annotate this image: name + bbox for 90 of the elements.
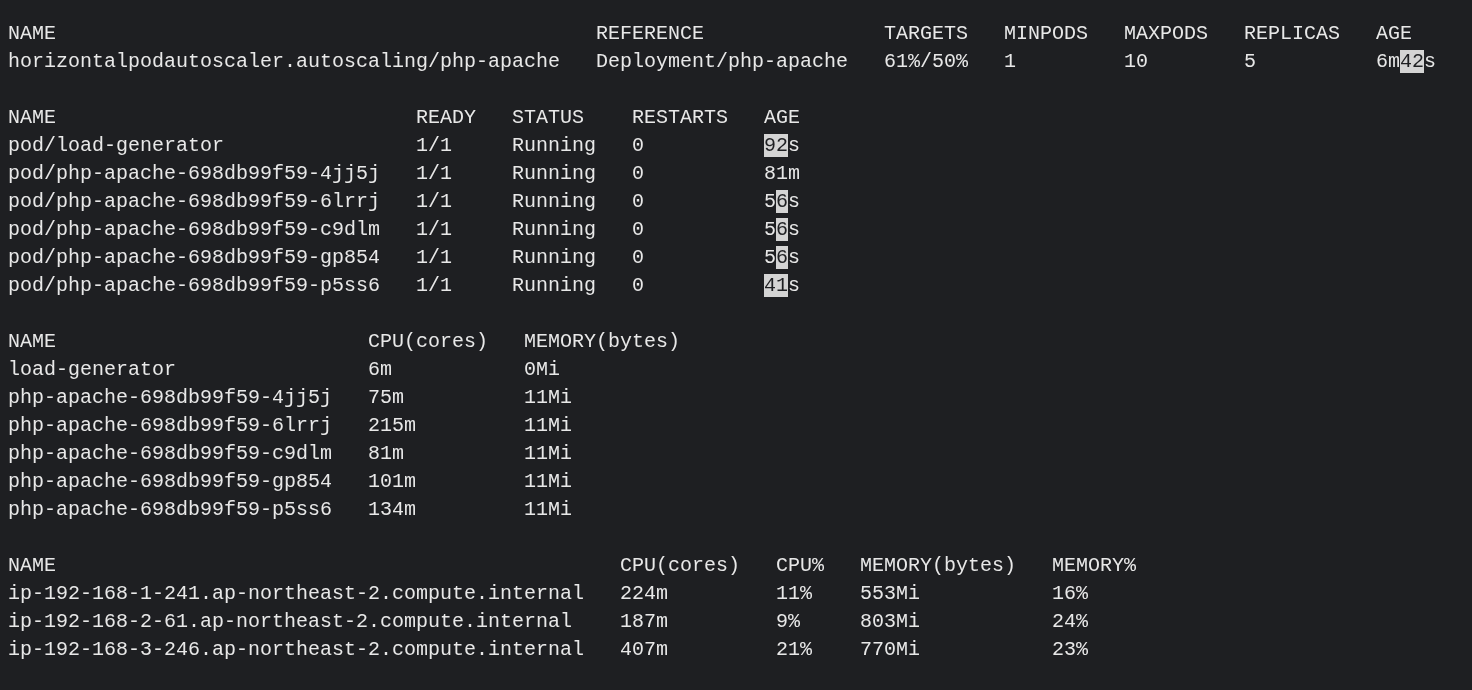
table-cell-text: pod/php-apache-698db99f59-gp854	[8, 245, 381, 271]
table-cell-text: 0	[632, 189, 644, 215]
table-cell-text: 224m	[620, 581, 668, 607]
table-cell-text: 1/1	[416, 245, 452, 271]
column-header: RESTARTS	[632, 105, 728, 131]
column-header: REPLICAS	[1244, 21, 1340, 47]
column-header: READY	[416, 105, 476, 131]
table-cell-text: 0	[632, 245, 644, 271]
table-cell-text: 56s	[764, 189, 801, 215]
table-cell-text: 11Mi	[524, 413, 572, 439]
table-cell-text: pod/load-generator	[8, 133, 225, 159]
table-cell-text: php-apache-698db99f59-p5ss6	[8, 497, 333, 523]
column-header: MINPODS	[1004, 21, 1088, 47]
table-cell-text: 215m	[368, 413, 416, 439]
table-cell-text: 803Mi	[860, 609, 920, 635]
column-header: AGE	[764, 105, 800, 131]
column-header: REFERENCE	[596, 21, 705, 47]
table-cell-text: 75m	[368, 385, 404, 411]
table-cell-text: 81m	[764, 161, 800, 187]
table-cell-text: 41s	[764, 273, 801, 299]
table-cell-text: pod/php-apache-698db99f59-p5ss6	[8, 273, 381, 299]
table-cell-text: 1/1	[416, 273, 452, 299]
table-cell-text: 81m	[368, 441, 404, 467]
column-header: NAME	[8, 105, 56, 131]
table-cell-text: 0	[632, 217, 644, 243]
table-cell-text: 0	[632, 161, 644, 187]
table-cell-text: php-apache-698db99f59-4jj5j	[8, 385, 333, 411]
table-cell-text: 10	[1124, 49, 1148, 75]
table-cell-text: php-apache-698db99f59-c9dlm	[8, 441, 333, 467]
column-header: MEMORY(bytes)	[524, 329, 681, 355]
table-cell-text: 1/1	[416, 217, 452, 243]
table-cell-text: 101m	[368, 469, 416, 495]
table-cell-text: pod/php-apache-698db99f59-6lrrj	[8, 189, 381, 215]
table-cell-text: load-generator	[8, 357, 177, 383]
table-cell-text: 0	[632, 133, 644, 159]
table-cell-text: Running	[512, 245, 596, 271]
table-cell-text: Running	[512, 161, 596, 187]
table-cell-text: Running	[512, 133, 596, 159]
table-cell-text: 56s	[764, 217, 801, 243]
table-cell-text: 553Mi	[860, 581, 920, 607]
table-cell-text: 134m	[368, 497, 416, 523]
table-cell-text: Running	[512, 189, 596, 215]
table-cell-text: 770Mi	[860, 637, 920, 663]
table-cell-text: php-apache-698db99f59-6lrrj	[8, 413, 333, 439]
table-cell-text: 16%	[1052, 581, 1088, 607]
column-header: AGE	[1376, 21, 1412, 47]
table-cell-text: ip-192-168-3-246.ap-northeast-2.compute.internal	[8, 637, 585, 663]
table-cell-text: 11%	[776, 581, 812, 607]
table-cell-text: 0Mi	[524, 357, 560, 383]
table-cell-text: 1/1	[416, 189, 452, 215]
table-cell-text: 11Mi	[524, 441, 572, 467]
table-cell-text: 1/1	[416, 133, 452, 159]
table-cell-text: 0	[632, 273, 644, 299]
table-cell-text: 56s	[764, 245, 801, 271]
table-cell-text: horizontalpodautoscaler.autoscaling/php-apache	[8, 49, 561, 75]
table-cell-text: Running	[512, 273, 596, 299]
table-cell-text: php-apache-698db99f59-gp854	[8, 469, 333, 495]
table-cell-text: 24%	[1052, 609, 1088, 635]
table-cell-text: 1	[1004, 49, 1016, 75]
table-cell-text: Running	[512, 217, 596, 243]
column-header: CPU(cores)	[620, 553, 741, 579]
column-header: NAME	[8, 329, 56, 355]
table-cell-text: pod/php-apache-698db99f59-4jj5j	[8, 161, 381, 187]
table-cell-text: 407m	[620, 637, 668, 663]
table-cell-text: ip-192-168-2-61.ap-northeast-2.compute.internal	[8, 609, 573, 635]
column-header: MEMORY%	[1052, 553, 1136, 579]
column-header: MAXPODS	[1124, 21, 1208, 47]
table-cell-text: pod/php-apache-698db99f59-c9dlm	[8, 217, 381, 243]
table-cell-text: ip-192-168-1-241.ap-northeast-2.compute.internal	[8, 581, 585, 607]
column-header: CPU(cores)	[368, 329, 489, 355]
column-header: CPU%	[776, 553, 824, 579]
column-header: MEMORY(bytes)	[860, 553, 1017, 579]
table-cell-text: 11Mi	[524, 497, 572, 523]
table-cell-text: 21%	[776, 637, 812, 663]
table-cell-text: 9%	[776, 609, 800, 635]
table-cell-text: 6m42s	[1376, 49, 1437, 75]
table-cell-text: 11Mi	[524, 469, 572, 495]
table-cell-text: Deployment/php-apache	[596, 49, 849, 75]
table-cell-text: 23%	[1052, 637, 1088, 663]
table-cell-text: 92s	[764, 133, 801, 159]
table-cell-text: 61%/50%	[884, 49, 968, 75]
table-cell-text: 5	[1244, 49, 1256, 75]
table-cell-text: 187m	[620, 609, 668, 635]
column-header: NAME	[8, 21, 56, 47]
column-header: STATUS	[512, 105, 584, 131]
column-header: TARGETS	[884, 21, 968, 47]
table-cell-text: 11Mi	[524, 385, 572, 411]
table-cell-text: 6m	[368, 357, 392, 383]
column-header: NAME	[8, 553, 56, 579]
table-cell-text: 1/1	[416, 161, 452, 187]
